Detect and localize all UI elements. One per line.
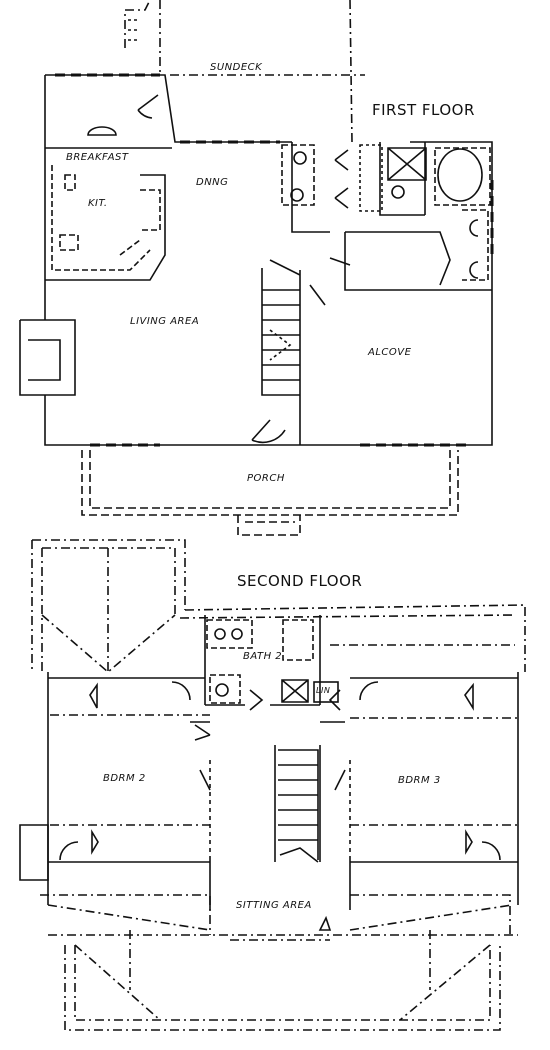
room-label-sundeck: SUNDECK [210, 62, 263, 73]
sundeck-stair-marks [128, 19, 140, 41]
second-floor-stair [278, 749, 319, 863]
alcove-door-swing [309, 257, 351, 306]
second-floor-dormer-top-left [31, 539, 186, 674]
sitting-area-lamp-icon [318, 915, 332, 931]
room-label-dining: DNNG [196, 177, 229, 188]
room-label-breakfast: BREAKFAST [66, 152, 129, 163]
breakfast-door-swing [137, 94, 159, 119]
sundeck-outline [124, 0, 365, 143]
second-floor-title: SECOND FLOOR [237, 572, 363, 590]
second-floor-walls [19, 615, 519, 910]
room-label-alcove: ALCOVE [368, 347, 412, 358]
second-floor-roof-outline [50, 604, 526, 826]
room-label-sitting-area: SITTING AREA [236, 900, 312, 911]
first-floor-interior-walls [45, 142, 492, 445]
room-label-bath-2: BATH 2 [243, 651, 283, 662]
room-label-living-area: LIVING AREA [130, 316, 200, 327]
second-floor-door-swings [59, 681, 501, 861]
room-label-lin: LIN [316, 686, 331, 695]
room-label-porch: PORCH [247, 473, 285, 484]
room-label-bdrm-2: BDRM 2 [103, 773, 146, 784]
room-label-kitchen: KIT. [88, 198, 108, 209]
room-label-bdrm-3: BDRM 3 [398, 775, 441, 786]
bottom-dormers [40, 894, 518, 1031]
second-floor-closet-marks [209, 760, 351, 860]
entry-door-swing [251, 419, 286, 444]
porch-outline [81, 450, 459, 536]
bdrm-2-lamp-icon [89, 682, 99, 855]
first-floor-stair [261, 259, 301, 396]
kitchen-counters [51, 165, 161, 271]
bdrm-3-lamp-icon [464, 682, 474, 855]
first-floor-title: FIRST FLOOR [372, 101, 475, 119]
breakfast-table-icon [87, 126, 117, 136]
first-floor-window-marks [55, 73, 494, 447]
first-floor-bath-fixtures [281, 144, 491, 281]
